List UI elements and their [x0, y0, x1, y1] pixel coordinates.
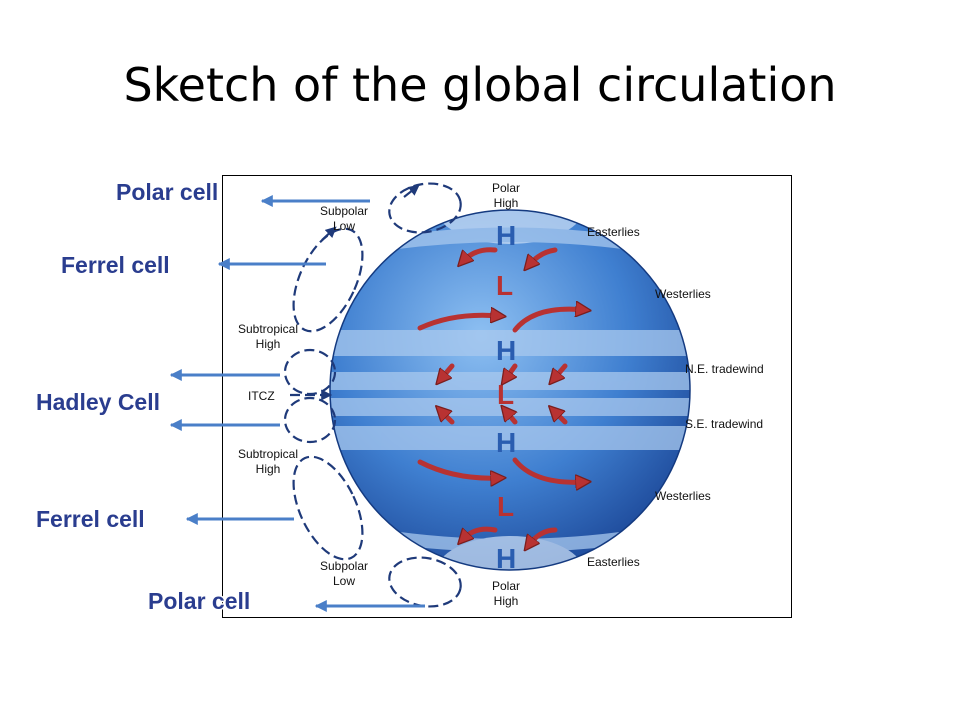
subtropical-high-bottom-label-2: High [256, 462, 281, 476]
pressure-letter: H [496, 220, 516, 251]
se-tradewind-label: S.E. tradewind [685, 417, 763, 431]
polar-high-bottom-label-2: High [494, 594, 519, 608]
polar-cell-top-label: Polar cell [116, 179, 218, 205]
ferrel-cell-bottom-label: Ferrel cell [36, 506, 145, 532]
se-tradewind-arrow [440, 410, 455, 425]
subtropical-high-bottom-label-1: Subtropical [238, 447, 298, 461]
surface-wind-arrows [417, 247, 585, 546]
subtropical-high-top-label-1: Subtropical [238, 322, 298, 336]
hadley-cell-label: Hadley Cell [36, 389, 160, 415]
polar-cell-loop [388, 182, 462, 234]
pressure-letter: H [496, 335, 516, 366]
ne-tradewind-label: N.E. tradewind [685, 362, 764, 376]
polar-high-top-label-2: High [494, 196, 519, 210]
pressure-letters: H L H L H L H [496, 220, 516, 574]
ferrel-cell-top-label: Ferrel cell [61, 252, 170, 278]
easterly-arrow [528, 247, 558, 266]
polar-high-bottom-label-1: Polar [492, 579, 520, 593]
slide-title: Sketch of the global circulation [123, 58, 837, 112]
ne-tradewind-arrow [440, 363, 455, 380]
westerlies-top-label: Westerlies [655, 287, 711, 301]
westerly-arrow [417, 459, 500, 478]
subtropical-high-top-label-2: High [256, 337, 281, 351]
ferrel-cell-loop [292, 227, 364, 333]
ferrel-cell-loop [292, 455, 364, 561]
se-tradewind-arrow [553, 410, 568, 425]
easterly-arrow [462, 526, 498, 540]
diagram-labels: Polar High Subpolar Low Subtropical High… [238, 181, 764, 608]
pressure-letter: H [496, 427, 516, 458]
pressure-letter: L [496, 270, 513, 301]
westerlies-bottom-label: Westerlies [655, 489, 711, 503]
subpolar-low-top-label-2: Low [333, 219, 355, 233]
westerly-arrow [417, 315, 500, 331]
easterlies-top-label: Easterlies [587, 225, 640, 239]
itcz-label: ITCZ [248, 389, 275, 403]
circulation-cells [283, 182, 462, 608]
westerly-arrow [512, 309, 585, 333]
se-tradewind-arrow [505, 410, 518, 425]
polar-high-top-label-1: Polar [492, 181, 520, 195]
cell-labels: Polar cell Ferrel cell Hadley Cell Ferre… [35, 178, 252, 616]
pressure-letter: H [496, 543, 516, 574]
hadley-cell-loop [283, 348, 337, 396]
ne-tradewind-arrow [505, 363, 518, 380]
subpolar-low-bottom-label-1: Subpolar [320, 559, 368, 573]
westerly-arrow [512, 457, 585, 482]
pressure-letter: L [497, 379, 514, 410]
easterly-arrow [462, 247, 498, 262]
subpolar-low-top-label-1: Subpolar [320, 204, 368, 218]
polar-cell-bottom-label: Polar cell [148, 588, 250, 614]
ne-tradewind-arrow [553, 363, 568, 380]
pressure-letter: L [497, 491, 514, 522]
subpolar-low-bottom-label-2: Low [333, 574, 355, 588]
easterly-arrow [528, 527, 558, 546]
easterlies-bottom-label: Easterlies [587, 555, 640, 569]
pointer-arrows [169, 195, 425, 612]
hadley-cell-loop [283, 396, 337, 444]
